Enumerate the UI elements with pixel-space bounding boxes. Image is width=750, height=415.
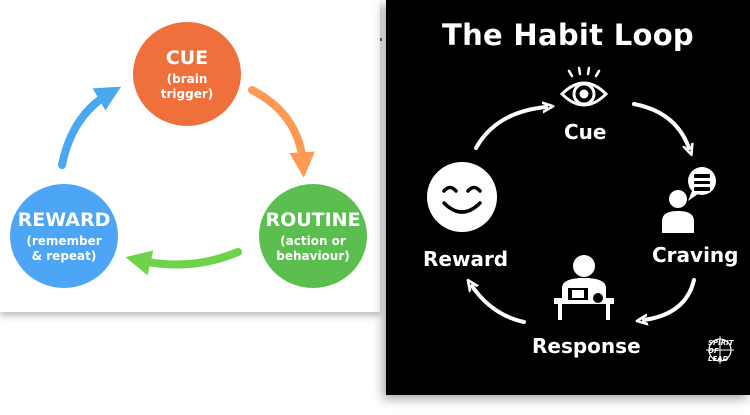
reward-circle: REWARD (remember & repeat) — [10, 184, 118, 288]
label-response: Response — [532, 334, 641, 358]
person-at-desk-icon — [554, 255, 614, 320]
routine-subtitle-2: behaviour) — [276, 248, 350, 263]
reward-subtitle-2: & repeat) — [31, 248, 97, 263]
cue-title: CUE — [165, 46, 209, 69]
habit-loop-graphics — [427, 66, 734, 364]
arrow-reward-to-cue-loop — [474, 107, 546, 150]
smiley-face-icon — [427, 162, 497, 232]
routine-circle: ROUTINE (action or behaviour) — [259, 184, 367, 288]
arrow-cue-to-routine — [248, 86, 316, 178]
label-reward: Reward — [423, 247, 509, 271]
cue-routine-reward-diagram: CUE (brain trigger) ROUTINE (action or b… — [0, 0, 380, 312]
left-cycle-arrows — [58, 86, 316, 276]
reward-title: REWARD — [17, 208, 111, 231]
brand-line-1: SPIRIT — [708, 339, 734, 347]
arrow-craving-to-response-loop — [644, 278, 696, 320]
arrow-response-to-reward-loop — [472, 286, 526, 324]
cue-subtitle-2: trigger) — [160, 86, 214, 101]
divider-mark — [380, 38, 382, 41]
brand-line-2: OF — [708, 347, 719, 355]
arrow-cue-to-craving-loop — [632, 102, 689, 148]
brand-line-3: LEAD — [708, 355, 729, 363]
thinking-person-icon — [662, 167, 716, 233]
reward-subtitle-1: (remember — [26, 233, 102, 248]
habit-loop-title: The Habit Loop — [442, 18, 694, 52]
brand-logo-text: SPIRIT OF LEAD — [708, 339, 734, 363]
routine-subtitle-1: (action or — [280, 233, 346, 248]
arrow-reward-to-cue — [58, 86, 122, 169]
arrow-routine-to-reward — [125, 248, 242, 276]
cue-subtitle-1: (brain — [166, 71, 208, 86]
habit-loop-diagram: The Habit Loop — [386, 0, 750, 395]
routine-title: ROUTINE — [265, 208, 361, 231]
label-craving: Craving — [652, 243, 739, 267]
eye-icon — [559, 66, 609, 107]
label-cue: Cue — [564, 120, 607, 144]
cue-circle: CUE (brain trigger) — [133, 22, 241, 126]
spirit-of-leadership-logo — [706, 336, 734, 364]
